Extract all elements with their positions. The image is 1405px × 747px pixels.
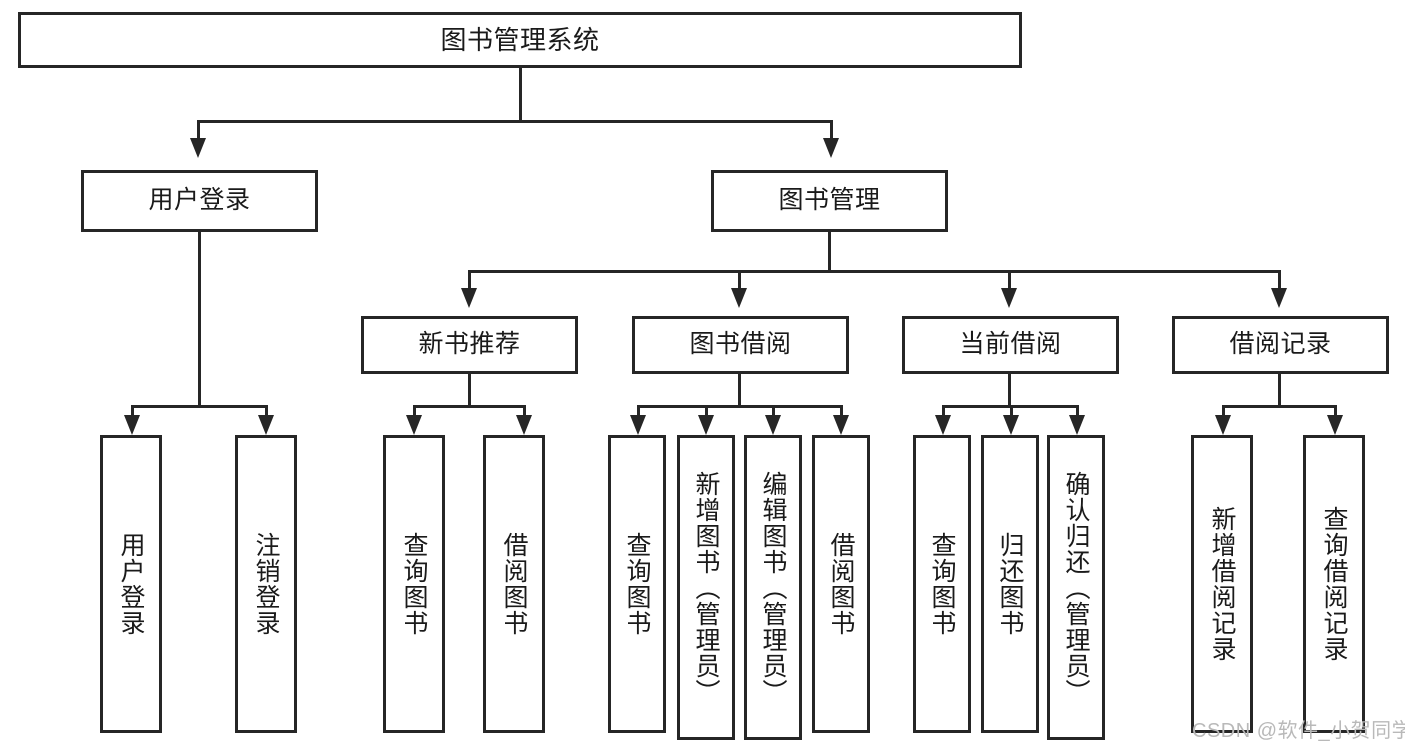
arrow-to-book-borrow (731, 288, 747, 308)
arrow-to-leaf-add-book (698, 415, 714, 435)
connector-current-borrow-drop-2 (1010, 405, 1013, 419)
connector-user-login-drop-2 (265, 405, 268, 419)
arrow-to-leaf-query-record (1327, 415, 1343, 435)
leaf-query-borrow-record[interactable]: 查询借阅记录 (1303, 435, 1365, 733)
connector-level2-bus (197, 120, 833, 123)
leaf-borrow-book[interactable]: 借阅图书 (812, 435, 870, 733)
connector-book-management-stem (828, 232, 831, 270)
node-current-borrow[interactable]: 当前借阅 (902, 316, 1119, 374)
arrow-to-leaf-query-book-2 (630, 415, 646, 435)
arrow-to-leaf-confirm-return (1069, 415, 1085, 435)
leaf-label: 借阅图书 (500, 532, 528, 636)
arrow-to-leaf-add-record (1215, 415, 1231, 435)
connector-user-login-stem (198, 232, 201, 405)
leaf-query-book-current[interactable]: 查询图书 (913, 435, 971, 733)
node-user-login[interactable]: 用户登录 (81, 170, 318, 232)
leaf-label: 借阅图书 (827, 532, 855, 636)
connector-book-borrow-drop-4 (840, 405, 843, 419)
connector-user-login-drop-1 (131, 405, 134, 419)
node-book-borrow[interactable]: 图书借阅 (632, 316, 849, 374)
connector-book-borrow-bus (637, 405, 843, 408)
leaf-confirm-return-admin[interactable]: 确认归还（管理员） (1047, 435, 1105, 740)
connector-level2-drop-right (830, 120, 833, 140)
connector-book-borrow-drop-3 (772, 405, 775, 419)
connector-borrow-record-stem (1278, 374, 1281, 405)
leaf-query-book-recommend[interactable]: 查询图书 (383, 435, 445, 733)
connector-current-borrow-stem (1008, 374, 1011, 405)
connector-new-book-drop-2 (523, 405, 526, 419)
connector-new-book-drop-1 (413, 405, 416, 419)
leaf-label: 确认归还（管理员） (1062, 470, 1090, 705)
connector-current-borrow-drop-3 (1076, 405, 1079, 419)
leaf-label: 归还图书 (996, 532, 1024, 636)
connector-book-borrow-drop-2 (705, 405, 708, 419)
node-root-book-management-system[interactable]: 图书管理系统 (18, 12, 1022, 68)
connector-level3-drop-1 (468, 270, 471, 290)
leaf-label: 查询图书 (400, 532, 428, 636)
connector-level3-drop-3 (1008, 270, 1011, 290)
connector-borrow-record-drop-2 (1334, 405, 1337, 419)
connector-level3-bus (468, 270, 1281, 273)
leaf-add-book-admin[interactable]: 新增图书（管理员） (677, 435, 735, 740)
leaf-label: 查询借阅记录 (1320, 506, 1348, 662)
connector-book-borrow-stem (738, 374, 741, 405)
connector-root-stem (519, 68, 522, 120)
arrow-to-leaf-logout (258, 415, 274, 435)
leaf-label: 注销登录 (252, 532, 280, 636)
node-label: 用户登录 (148, 186, 251, 215)
node-label: 图书管理系统 (440, 24, 600, 55)
node-label: 图书借阅 (689, 330, 792, 359)
leaf-label: 查询图书 (928, 532, 956, 636)
csdn-watermark: CSDN @软件_小贺同学 (1192, 720, 1405, 742)
leaf-label: 查询图书 (623, 532, 651, 636)
arrow-to-current-borrow (1001, 288, 1017, 308)
arrow-to-leaf-borrow-book-2 (833, 415, 849, 435)
node-new-book-recommend[interactable]: 新书推荐 (361, 316, 578, 374)
leaf-label: 编辑图书（管理员） (759, 470, 787, 705)
arrow-to-leaf-query-book-1 (406, 415, 422, 435)
leaf-logout[interactable]: 注销登录 (235, 435, 297, 733)
connector-level2-drop-left (197, 120, 200, 140)
leaf-edit-book-admin[interactable]: 编辑图书（管理员） (744, 435, 802, 740)
connector-level3-drop-4 (1278, 270, 1281, 290)
arrow-to-user-login (190, 138, 206, 158)
leaf-label: 用户登录 (117, 532, 145, 636)
connector-new-book-stem (468, 374, 471, 405)
connector-user-login-bus (131, 405, 268, 408)
node-label: 新书推荐 (418, 330, 521, 359)
arrow-to-book-management (823, 138, 839, 158)
arrow-to-leaf-return-book (1003, 415, 1019, 435)
arrow-to-leaf-user-login (124, 415, 140, 435)
node-book-management[interactable]: 图书管理 (711, 170, 948, 232)
arrow-to-borrow-record (1271, 288, 1287, 308)
leaf-return-book[interactable]: 归还图书 (981, 435, 1039, 733)
connector-borrow-record-drop-1 (1222, 405, 1225, 419)
leaf-query-book-borrow[interactable]: 查询图书 (608, 435, 666, 733)
arrow-to-leaf-borrow-book-1 (516, 415, 532, 435)
arrow-to-leaf-query-book-3 (935, 415, 951, 435)
node-label: 当前借阅 (959, 330, 1062, 359)
node-label: 借阅记录 (1229, 330, 1332, 359)
arrow-to-new-book-recommend (461, 288, 477, 308)
connector-new-book-bus (413, 405, 526, 408)
leaf-label: 新增图书（管理员） (692, 470, 720, 705)
leaf-add-borrow-record[interactable]: 新增借阅记录 (1191, 435, 1253, 733)
node-label: 图书管理 (778, 186, 881, 215)
leaf-borrow-book-recommend[interactable]: 借阅图书 (483, 435, 545, 733)
leaf-user-login[interactable]: 用户登录 (100, 435, 162, 733)
leaf-label: 新增借阅记录 (1208, 506, 1236, 662)
connector-current-borrow-drop-1 (942, 405, 945, 419)
node-borrow-record[interactable]: 借阅记录 (1172, 316, 1389, 374)
connector-book-borrow-drop-1 (637, 405, 640, 419)
connector-level3-drop-2 (738, 270, 741, 290)
arrow-to-leaf-edit-book (765, 415, 781, 435)
connector-borrow-record-bus (1222, 405, 1337, 408)
